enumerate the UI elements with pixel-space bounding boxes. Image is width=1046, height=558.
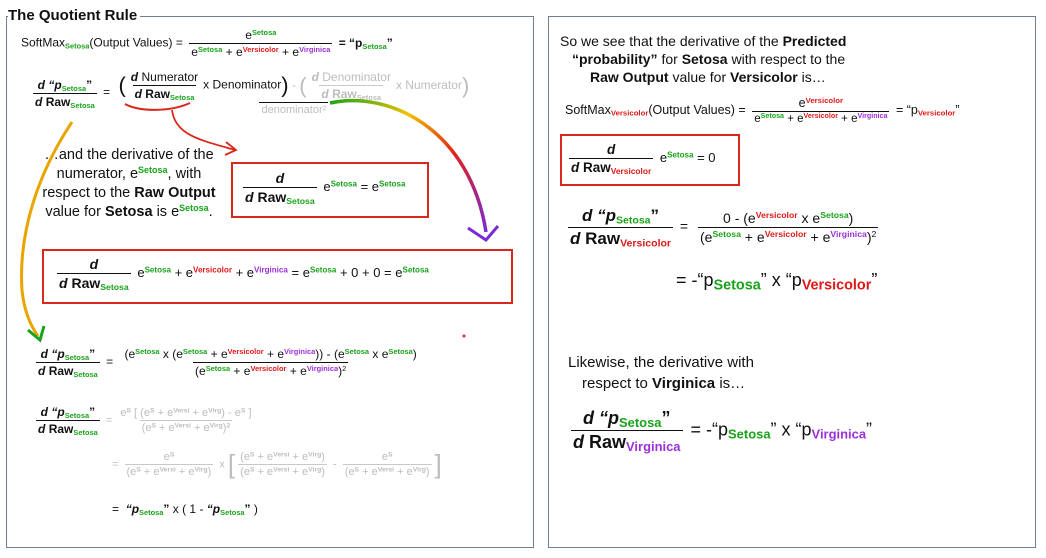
yellow-arrow-head <box>27 325 46 343</box>
right-panel <box>548 16 1036 548</box>
simplification-step-2: = eS (eS + eVersi + eVirg) x [ (eS + eVe… <box>112 449 442 479</box>
final-result-left: = “pSetosa” x ( 1 - “pSetosa” ) <box>112 502 258 517</box>
setosa-wrt-versicolor-box <box>560 134 740 186</box>
left-panel <box>6 16 534 548</box>
red-arrow-stroke <box>171 109 236 151</box>
rainbow-arrow-stroke <box>329 98 488 233</box>
simplification-step-1: d “pSetosa” d RawSetosa = eS [ (eS + eVe… <box>36 405 252 437</box>
virginica-derivative-equation: d “pSetosa” d RawVirginica = -“pSetosa” … <box>571 408 873 455</box>
red-dot <box>462 334 466 338</box>
yellow-arrow-stroke <box>20 121 74 337</box>
softmax-versicolor-definition: SoftMaxVersicolor(Output Values) = eVers… <box>565 95 960 125</box>
red-arrow-head <box>224 141 238 156</box>
softmax-fraction: eSetosa eSetosa + eVersicolor + eVirgini… <box>189 27 333 59</box>
rainbow-arrow-head <box>467 225 500 242</box>
versicolor-result: = -“pSetosa” x “pVersicolor” <box>676 270 878 294</box>
right-intro-text: So we see that the derivative of the Pre… <box>560 33 847 85</box>
denominator-derivative-equation: d d RawSetosa eSetosa + eVersicolor + eV… <box>57 256 429 293</box>
red-underline-stroke <box>124 102 191 111</box>
setosa-wrt-versicolor-equation: d d RawVersicolor eSetosa = 0 <box>569 142 716 177</box>
denominator-derivative-box <box>42 249 513 304</box>
full-expansion-equation: d “pSetosa” d RawSetosa = (eSetosa x (eS… <box>36 346 417 379</box>
likewise-text: Likewise, the derivative with respect to… <box>568 354 754 392</box>
versicolor-derivative-equation: d “pSetosa” d RawVersicolor = 0 - (eVers… <box>568 206 879 250</box>
numerator-derivative-equation: d d RawSetosa eSetosa = eSetosa <box>243 170 406 207</box>
page-title: The Quotient Rule <box>8 7 141 24</box>
numerator-derivative-text: …and the derivative of the numerator, eS… <box>42 147 216 220</box>
softmax-definition: SoftMaxSetosa(Output Values) = eSetosa e… <box>21 27 393 59</box>
numerator-derivative-box <box>231 162 429 218</box>
